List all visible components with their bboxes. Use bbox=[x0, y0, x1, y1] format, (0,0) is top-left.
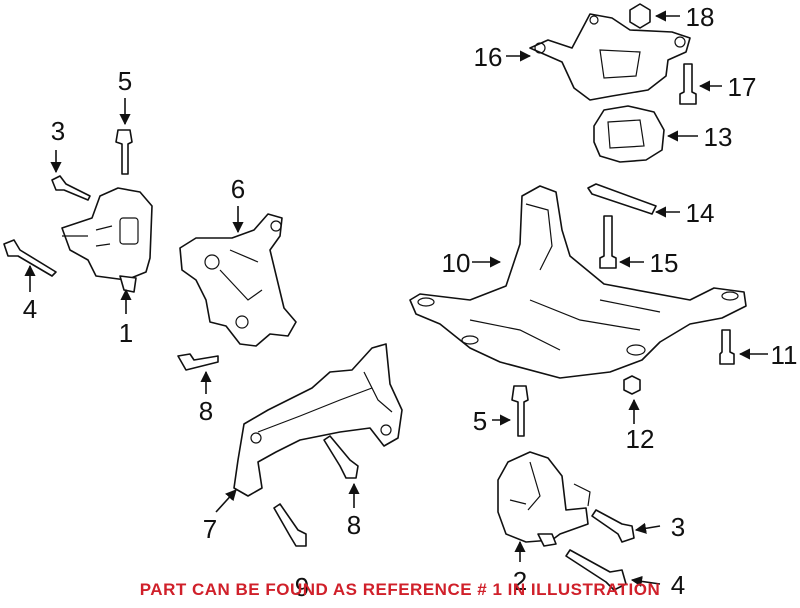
bolt-8-upper bbox=[177, 353, 219, 371]
callout-4-left: 4 bbox=[23, 294, 37, 324]
crossmember-16 bbox=[529, 13, 691, 101]
nut-18 bbox=[629, 3, 651, 29]
bolt-3-upper bbox=[51, 175, 91, 201]
callout-15: 15 bbox=[650, 248, 679, 278]
callout-5-lower: 5 bbox=[473, 406, 487, 436]
leader-4-lower bbox=[630, 575, 661, 587]
callout-10: 10 bbox=[442, 248, 471, 278]
callout-2: 2 bbox=[513, 566, 527, 596]
callout-3-lower: 3 bbox=[671, 512, 685, 542]
callout-5-upper: 5 bbox=[118, 66, 132, 96]
support-bracket-7 bbox=[233, 343, 403, 497]
bolt-4-left bbox=[3, 239, 57, 277]
leader-lines bbox=[24, 10, 768, 587]
bolt-9 bbox=[273, 503, 307, 547]
callout-8-upper: 8 bbox=[199, 396, 213, 426]
callout-1: 1 bbox=[119, 318, 133, 348]
bolt-8-lower bbox=[323, 435, 359, 479]
callout-6: 6 bbox=[231, 174, 245, 204]
callout-9: 9 bbox=[295, 572, 309, 602]
nut-12 bbox=[623, 375, 641, 395]
leader-3-lower bbox=[634, 522, 661, 534]
bolt-17 bbox=[679, 63, 697, 105]
callout-12: 12 bbox=[626, 424, 655, 454]
reference-note: PART CAN BE FOUND AS REFERENCE # 1 IN IL… bbox=[139, 580, 661, 599]
bolt-11 bbox=[719, 329, 735, 365]
callout-11: 11 bbox=[771, 340, 798, 370]
bolt-5-upper bbox=[115, 129, 133, 175]
callout-7: 7 bbox=[203, 514, 217, 544]
bolt-4-lower bbox=[565, 549, 627, 591]
callout-16: 16 bbox=[474, 42, 503, 72]
callout-13: 13 bbox=[704, 122, 733, 152]
plate-14 bbox=[587, 183, 657, 215]
callout-17: 17 bbox=[728, 72, 757, 102]
callout-3-upper: 3 bbox=[51, 116, 65, 146]
bolt-5-lower bbox=[511, 385, 529, 437]
callout-4-lower: 4 bbox=[671, 570, 685, 600]
callout-14: 14 bbox=[686, 198, 715, 228]
callout-8-lower: 8 bbox=[347, 510, 361, 540]
engine-mount-left bbox=[61, 187, 153, 293]
callout-18: 18 bbox=[686, 2, 715, 32]
subframe-10 bbox=[409, 185, 747, 379]
engine-mount-right bbox=[497, 451, 591, 547]
callout-labels: 1 2 3 3 4 4 5 5 6 7 8 8 9 10 11 12 13 14… bbox=[23, 2, 798, 602]
leader-7 bbox=[215, 489, 237, 513]
bolt-15 bbox=[599, 215, 617, 269]
mount-bracket-6 bbox=[179, 213, 297, 347]
transmission-mount-13 bbox=[593, 105, 665, 163]
bolt-3-lower bbox=[591, 509, 635, 543]
